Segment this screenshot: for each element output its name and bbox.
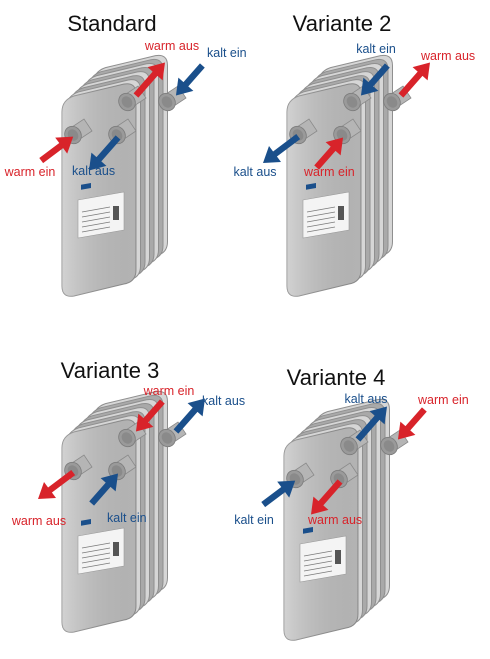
cold-in-arrow: [360, 63, 390, 96]
warm-out-arrow: [398, 62, 430, 98]
nameplate: [77, 518, 125, 575]
logo-mark: [306, 182, 316, 190]
panel-title: Standard: [67, 11, 156, 36]
nameplate: [299, 526, 347, 583]
barcode: [335, 550, 341, 564]
warm-out-label: warm aus: [420, 49, 475, 63]
cold-out-label: kalt aus: [72, 164, 115, 178]
warm-out-arrow: [311, 479, 343, 515]
warm-out-arrow: [38, 470, 76, 499]
front-face: [284, 427, 358, 641]
cold-in-label: kalt ein: [234, 513, 274, 527]
cold-in-label: kalt ein: [207, 46, 247, 60]
nameplate: [77, 182, 125, 239]
cold-out-label: kalt aus: [344, 392, 387, 406]
warm-in-label: warm ein: [417, 393, 469, 407]
panel-2: kalt ein warm aus kalt aus warm ein Variante…: [233, 11, 475, 297]
warm-in-arrow: [39, 136, 74, 164]
panel-title: Variante 4: [287, 365, 386, 390]
cold-out-arrow: [263, 134, 301, 163]
warm-in-label: warm ein: [4, 165, 56, 179]
nameplate: [302, 182, 350, 239]
warm-in-arrow: [135, 399, 165, 432]
warm-in-arrow: [314, 137, 344, 170]
panel-4: kalt aus warm ein kalt ein warm aus Variante…: [234, 365, 469, 641]
warm-out-label: warm aus: [11, 514, 66, 528]
cold-out-label: kalt aus: [202, 394, 245, 408]
front-face: [62, 419, 136, 633]
cold-out-arrow: [89, 135, 121, 171]
logo-mark: [81, 182, 91, 190]
front-face: [62, 83, 136, 297]
warm-out-label: warm aus: [144, 39, 199, 53]
barcode: [113, 206, 119, 220]
warm-in-arrow: [397, 407, 427, 440]
panel-1: warm aus kalt ein warm ein kalt aus Standard: [4, 11, 247, 297]
cold-in-arrow: [175, 63, 205, 96]
panel-title: Variante 2: [293, 11, 392, 36]
cold-out-arrow: [173, 398, 205, 434]
logo-mark: [81, 518, 91, 526]
barcode: [113, 542, 119, 556]
warm-out-label: warm aus: [307, 513, 362, 527]
cold-in-label: kalt ein: [107, 511, 147, 525]
barcode: [338, 206, 344, 220]
front-face: [287, 83, 361, 297]
cold-out-arrow: [355, 406, 387, 442]
connection-port: [158, 421, 187, 448]
logo-mark: [303, 526, 313, 534]
cold-in-arrow: [261, 480, 296, 508]
cold-in-arrow: [89, 473, 119, 506]
warm-out-arrow: [133, 62, 165, 98]
panels: warm aus kalt ein warm ein kalt aus Standard…: [4, 11, 475, 641]
panel-title: Variante 3: [61, 358, 160, 383]
warm-in-label: warm ein: [143, 384, 195, 398]
warm-in-label: warm ein: [303, 165, 355, 179]
cold-out-label: kalt aus: [233, 165, 276, 179]
cold-in-label: kalt ein: [356, 42, 396, 56]
panel-3: warm ein kalt aus warm aus kalt ein Variante…: [11, 358, 245, 633]
